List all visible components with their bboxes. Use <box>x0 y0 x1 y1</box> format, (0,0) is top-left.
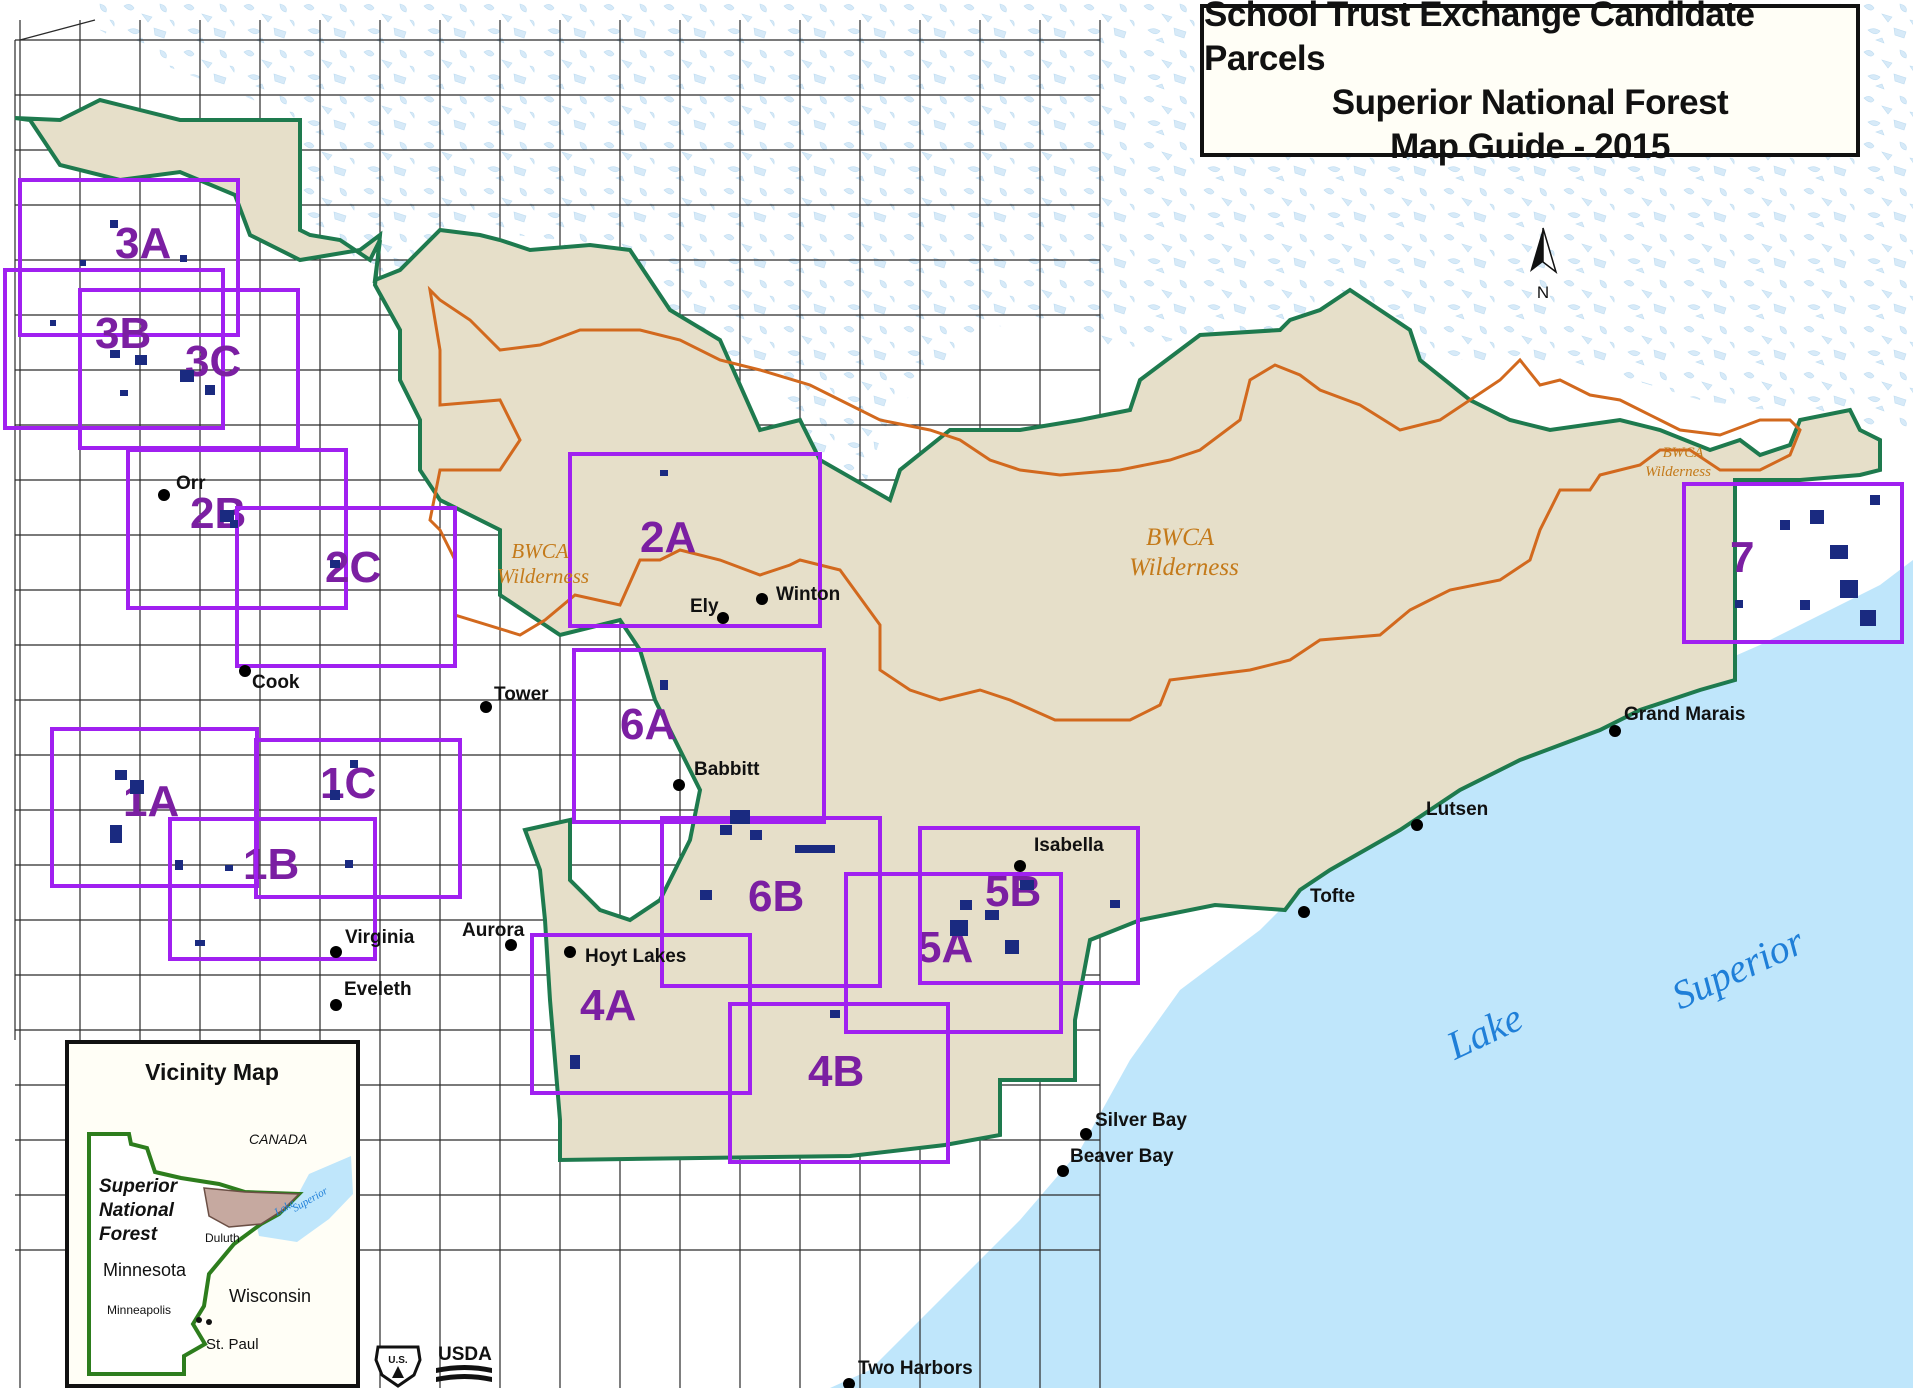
tile-6a-label[interactable]: 6A <box>620 700 676 749</box>
wilderness-label-west-2: Wilderness <box>497 564 589 588</box>
tile-3c-label[interactable]: 3C <box>185 337 241 386</box>
tile-3b-outline[interactable] <box>3 268 225 430</box>
tile-1b-outline[interactable] <box>168 817 377 961</box>
vicinity-forest-label-2: National <box>99 1200 175 1221</box>
wilderness-label-center-2: Wilderness <box>1129 554 1239 581</box>
tile-7-outline[interactable] <box>1682 482 1904 644</box>
map-title-line3: Map Guide - 2015 <box>1390 126 1670 166</box>
vicinity-wisconsin-label: Wisconsin <box>229 1286 311 1306</box>
town-label-isabella: Isabella <box>1034 835 1104 856</box>
tile-5a-outline[interactable] <box>844 872 1063 1034</box>
forest-area-inset <box>203 1187 301 1228</box>
town-label-grand-marais: Grand Marais <box>1624 704 1745 725</box>
vicinity-map-inset: Vicinity Map CANADA Superior National Fo… <box>65 1040 360 1388</box>
vicinity-st-paul-label: St. Paul <box>206 1336 259 1353</box>
vicinity-map-title: Vicinity Map <box>145 1059 279 1085</box>
town-label-virginia: Virginia <box>345 927 415 948</box>
vicinity-minneapolis-label: Minneapolis <box>107 1303 171 1317</box>
town-label-two-harbors: Two Harbors <box>858 1358 973 1379</box>
town-label-ely: Ely <box>690 596 719 617</box>
svg-text:U.S.: U.S. <box>388 1355 408 1366</box>
tile-2a-outline[interactable] <box>568 452 822 628</box>
map-title-line2: Superior National Forest <box>1331 82 1729 122</box>
vicinity-forest-label-1: Superior <box>99 1176 179 1197</box>
north-label: N <box>1537 283 1549 302</box>
map-title-line1: School Trust Exchange Candidate Parcels <box>1204 0 1755 78</box>
tile-3a-outline[interactable] <box>18 178 240 337</box>
wilderness-label-east-1: BWCA <box>1663 445 1705 461</box>
town-label-babbitt: Babbitt <box>694 759 760 780</box>
tile-4a-outline[interactable] <box>530 933 752 1095</box>
tile-3b-label[interactable]: 3B <box>95 309 151 358</box>
town-label-aurora: Aurora <box>462 920 525 941</box>
town-label-tower: Tower <box>494 684 549 705</box>
tile-1c-outline[interactable] <box>254 738 462 899</box>
town-label-beaver-bay: Beaver Bay <box>1070 1146 1174 1167</box>
tile-1c-label[interactable]: 1C <box>320 759 376 808</box>
tile-6a-outline[interactable] <box>572 648 826 824</box>
national-forest-area <box>14 97 1882 1163</box>
wilderness-label-west-1: BWCA <box>511 539 568 563</box>
tile-4a-label[interactable]: 4A <box>580 981 636 1030</box>
town-label-silver-bay: Silver Bay <box>1095 1110 1187 1131</box>
town-label-winton: Winton <box>776 584 840 605</box>
wilderness-label-east-2: Wilderness <box>1645 464 1711 480</box>
vicinity-canada-label: CANADA <box>249 1131 307 1147</box>
tile-5b-outline[interactable] <box>918 826 1140 985</box>
lake-superior <box>830 560 1913 1388</box>
town-label-lutsen: Lutsen <box>1426 799 1488 820</box>
map-title-box: School Trust Exchange Candidate Parcels … <box>1200 0 1860 166</box>
wilderness-label-center-1: BWCA <box>1146 524 1215 551</box>
vicinity-forest-label-3: Forest <box>99 1224 158 1245</box>
town-label-eveleth: Eveleth <box>344 979 412 1000</box>
tile-5b-label[interactable]: 5B <box>985 867 1041 916</box>
usfs-shield-icon: U.S. <box>374 1345 422 1388</box>
town-labels: Orr Cook Tower Ely Winton Babbitt Isabel… <box>176 473 1745 1379</box>
tile-3a-label[interactable]: 3A <box>115 219 171 268</box>
parcels <box>50 220 1880 1069</box>
wilderness-labels: BWCA Wilderness BWCA Wilderness BWCA Wil… <box>497 445 1711 588</box>
town-label-cook: Cook <box>252 672 300 693</box>
town-label-hoyt-lakes: Hoyt Lakes <box>585 946 686 967</box>
tile-6b-label[interactable]: 6B <box>748 872 804 921</box>
tile-2c-outline[interactable] <box>235 506 457 668</box>
vicinity-map-svg: Vicinity Map CANADA Superior National Fo… <box>87 1059 353 1376</box>
north-arrow-icon: N <box>1530 227 1558 302</box>
town-label-orr: Orr <box>176 473 206 494</box>
svg-text:USDA: USDA <box>438 1344 492 1365</box>
tile-4b-outline[interactable] <box>728 1002 950 1164</box>
lake-superior-inset <box>254 1156 353 1242</box>
tile-3c-outline[interactable] <box>78 288 300 450</box>
town-dots <box>158 489 1621 1388</box>
usda-logo-icon: USDA <box>436 1344 492 1382</box>
tile-2a-label[interactable]: 2A <box>640 513 696 562</box>
vicinity-duluth-label: Duluth <box>205 1231 240 1245</box>
tile-6b-outline[interactable] <box>660 816 882 988</box>
town-label-tofte: Tofte <box>1310 886 1355 907</box>
vicinity-minnesota-label: Minnesota <box>103 1260 187 1280</box>
minnesota-outline <box>87 1132 304 1376</box>
bwca-wilderness-boundary <box>427 285 1802 722</box>
tile-1b-label[interactable]: 1B <box>243 840 299 889</box>
tile-4b-label[interactable]: 4B <box>808 1047 864 1096</box>
tile-7-label[interactable]: 7 <box>1730 533 1754 582</box>
